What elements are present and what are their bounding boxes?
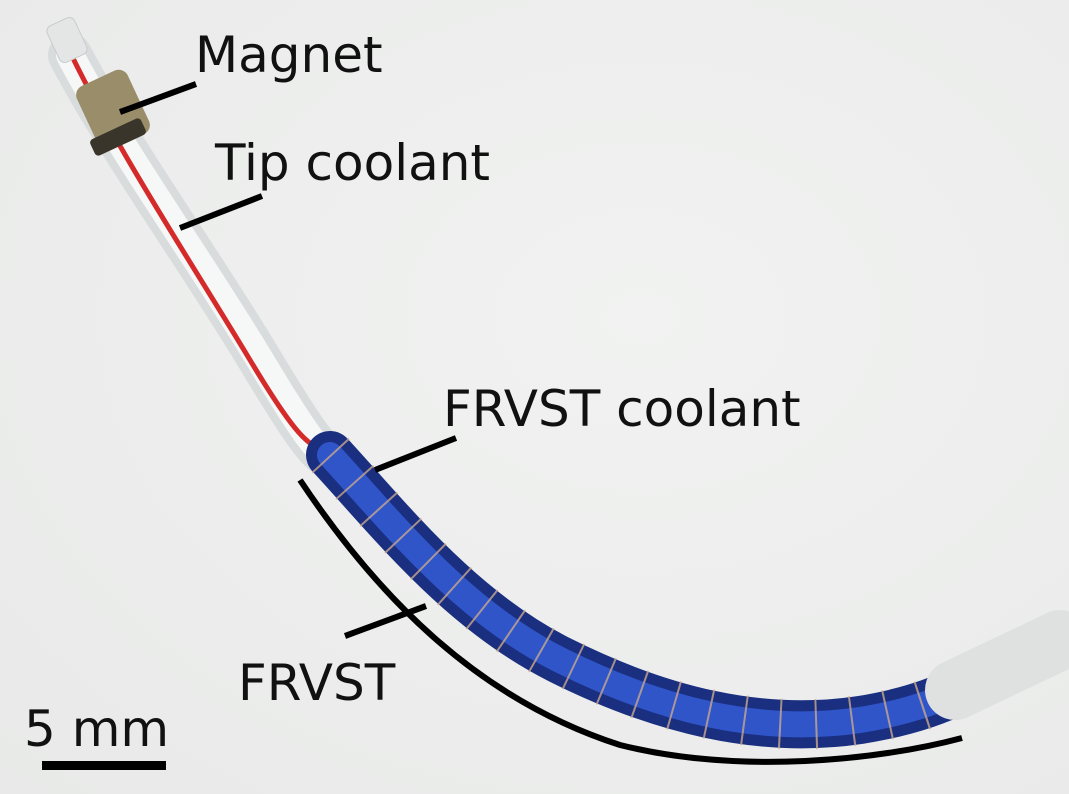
scale-bar: [42, 761, 166, 770]
frvst-coolant-pointer: [373, 435, 458, 473]
magnet: [46, 17, 150, 156]
tip-coolant-label: Tip coolant: [214, 134, 490, 192]
scale-bar-label: 5 mm: [24, 700, 169, 758]
frvst-coolant-label: FRVST coolant: [443, 380, 801, 438]
frvst-tube-shade: [317, 442, 973, 738]
magnet-label: Magnet: [195, 26, 383, 84]
tube-end: [925, 610, 1069, 720]
magnet-pointer: [118, 81, 198, 115]
frvst-bracket-arc: [297, 478, 963, 765]
frvst-pointer: [343, 603, 428, 639]
frvst-label: FRVST: [238, 654, 396, 712]
tip-coolant-pointer: [178, 193, 264, 231]
